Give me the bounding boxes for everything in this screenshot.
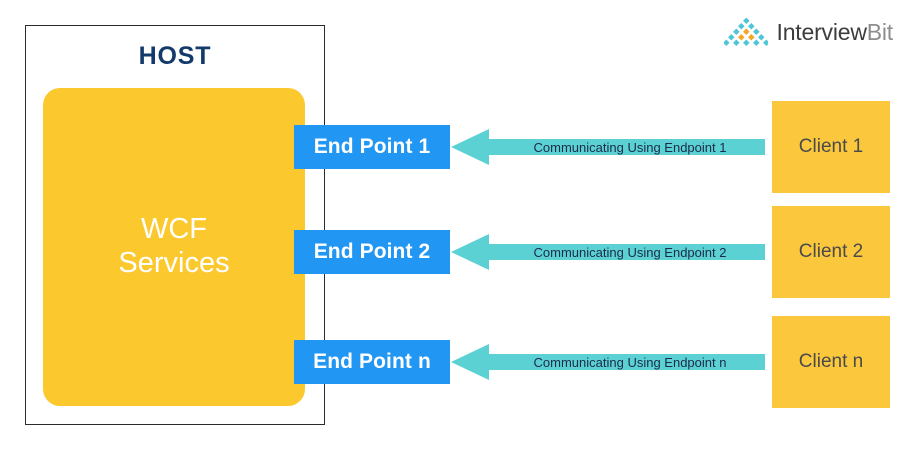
endpoint-label-2: End Point 2: [313, 240, 431, 263]
client-box-2[interactable]: Client 2: [772, 206, 890, 298]
client-label-2: Client 2: [798, 241, 864, 262]
left-arrow-icon: [451, 129, 765, 165]
communication-arrow-1: [451, 129, 765, 165]
wcf-services-label: WCF Services: [118, 213, 230, 279]
brand-wordmark: InterviewBit: [776, 19, 894, 45]
client-box-1[interactable]: Client 1: [772, 101, 890, 193]
client-box-n[interactable]: Client n: [772, 316, 890, 408]
communication-arrow-n: [451, 344, 765, 380]
endpoint-row: End Point 1 Communicating Using Endpoint…: [0, 101, 915, 193]
endpoint-row: End Point n Communicating Using Endpoint…: [0, 316, 915, 408]
communication-arrow-2: [451, 234, 765, 270]
endpoint-label-n: End Point n: [313, 350, 431, 373]
endpoint-box-1[interactable]: End Point 1: [294, 125, 450, 169]
brand-name-bit: Bit: [866, 19, 893, 45]
wcf-services-box: WCF Services: [43, 88, 305, 406]
brand-name-interview: Interview: [776, 19, 867, 45]
host-title: HOST: [138, 42, 212, 70]
endpoint-box-n[interactable]: End Point n: [294, 340, 450, 384]
interviewbit-logo: InterviewBit: [723, 18, 894, 47]
left-arrow-icon: [451, 344, 765, 380]
client-label-1: Client 1: [798, 136, 864, 157]
endpoint-label-1: End Point 1: [313, 135, 431, 158]
left-arrow-icon: [451, 234, 765, 270]
client-label-n: Client n: [798, 351, 864, 372]
endpoint-row: End Point 2 Communicating Using Endpoint…: [0, 206, 915, 298]
interviewbit-pyramid-icon: [723, 18, 768, 47]
endpoint-box-2[interactable]: End Point 2: [294, 230, 450, 274]
